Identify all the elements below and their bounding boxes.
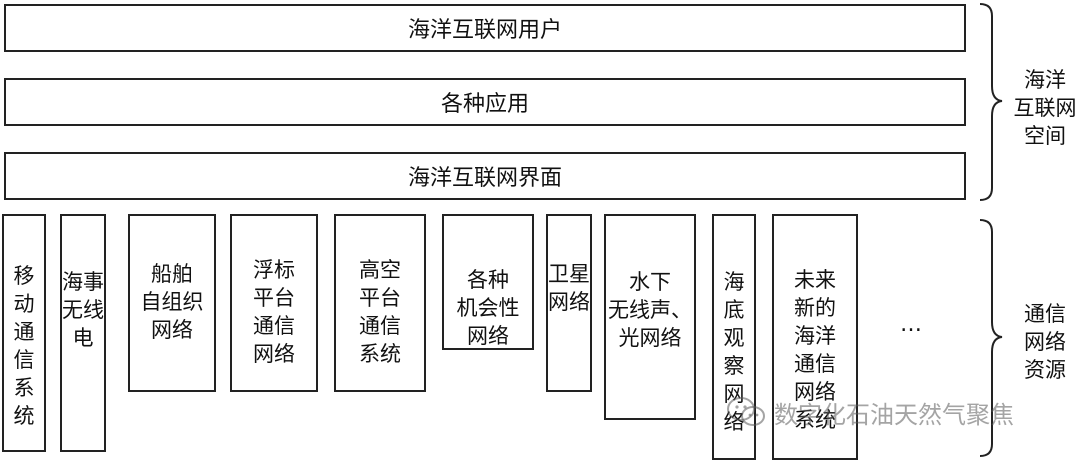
layer-ocean-internet-users: 海洋互联网用户 [4, 4, 966, 52]
side-label-ocean-internet-space: 海洋 互联网 空间 [1013, 68, 1077, 148]
watermark: 数字化石油天然气聚焦 [726, 392, 1014, 432]
network-opportunistic: 各种 机会性 网络 [442, 214, 534, 350]
network-label: 各种 机会性 网络 [456, 268, 520, 348]
network-label: 移动 通信 系统 [13, 264, 35, 428]
network-label: 水下 无线声、 光网络 [608, 270, 692, 350]
layer-label: 海洋互联网用户 [407, 18, 562, 43]
network-mobile-communication: 移动 通信 系统 [2, 214, 46, 452]
network-underwater-acoustic-optical: 水下 无线声、 光网络 [604, 214, 696, 420]
network-label: 海事 无线电 [62, 270, 104, 350]
layer-label: 海洋互联网界面 [407, 166, 562, 191]
network-ship-ad-hoc: 船舶 自组织 网络 [128, 214, 216, 392]
wechat-icon [727, 397, 765, 426]
space-brace [979, 3, 1003, 201]
network-buoy-platform: 浮标 平台 通信 网络 [230, 214, 318, 392]
network-label: 海底 观察 网络 [723, 270, 745, 434]
layer-ocean-internet-interface: 海洋互联网界面 [4, 152, 966, 200]
braces [979, 3, 1003, 457]
network-future-ocean-communication: 未来 新的 海洋 通信 网络 系统 [772, 214, 858, 460]
more-networks-ellipsis: … [900, 312, 923, 337]
network-satellite: 卫星 网络 [546, 214, 592, 392]
network-maritime-radio: 海事 无线电 [60, 214, 106, 452]
side-label-communication-resources: 通信 网络 资源 [1024, 302, 1066, 382]
network-high-altitude-platform: 高空 平台 通信 系统 [334, 214, 426, 392]
layer-label: 各种应用 [440, 92, 529, 117]
network-label: 未来 新的 海洋 通信 网络 系统 [794, 268, 836, 432]
network-label: 卫星 网络 [548, 262, 590, 314]
network-label: 船舶 自组织 网络 [140, 262, 204, 342]
network-label: 浮标 平台 通信 网络 [253, 258, 295, 366]
layer-applications: 各种应用 [4, 78, 966, 126]
resources-brace [979, 219, 1003, 457]
network-label: 高空 平台 通信 系统 [359, 258, 401, 366]
watermark-text: 数字化石油天然气聚焦 [774, 400, 1014, 429]
